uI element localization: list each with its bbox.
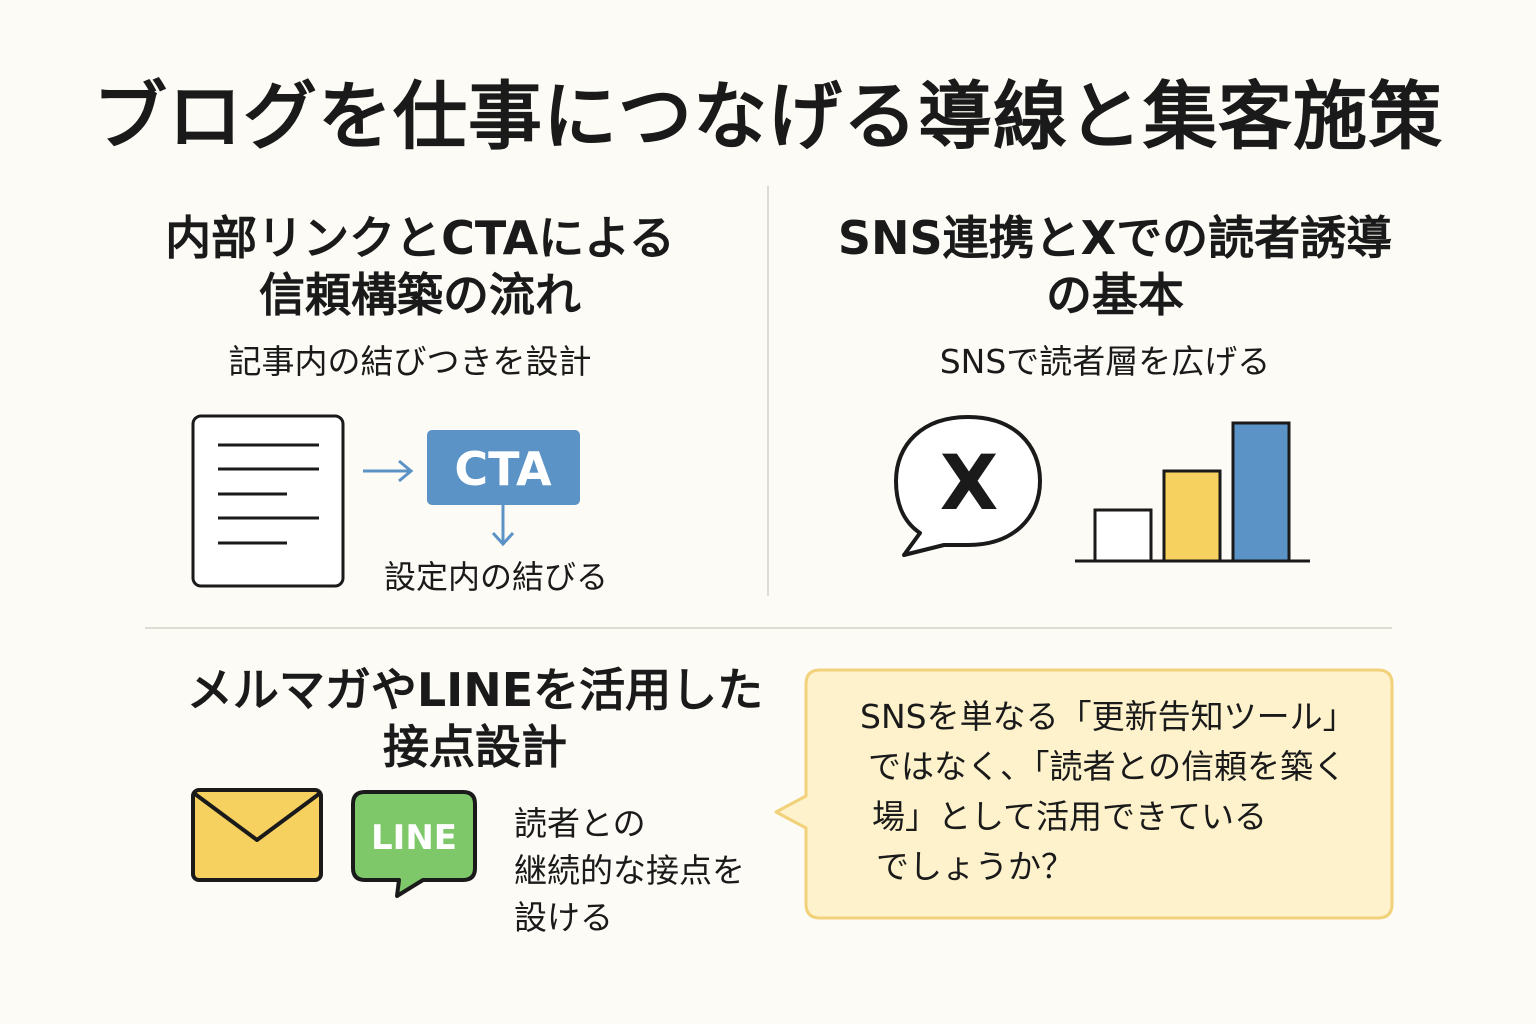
x-logo-label: X: [940, 438, 999, 527]
sns-section-title: SNS連携とXでの読者誘導 の基本: [790, 210, 1440, 324]
page-title: ブログを仕事につなげる導線と集客施策: [93, 74, 1443, 160]
sns-title-line-2: の基本: [1046, 268, 1184, 322]
cta-label: CTA: [454, 442, 552, 496]
internal-caption: 設定内の結びる: [384, 558, 609, 596]
document-icon: [191, 414, 345, 588]
callout-line-3: 場」として活用できている: [872, 797, 1268, 836]
mail-section-title: メルマガやLINEを活用した 接点設計: [140, 662, 810, 776]
bar-medium: [1162, 469, 1222, 563]
internal-section-title: 内部リンクとCTAによる 信頼構築の流れ: [60, 210, 780, 324]
callout-line-2: ではなく、「読者との信頼を築く: [868, 747, 1347, 786]
mail-description-line-3: 設ける: [514, 898, 613, 937]
callout-bubble: [774, 668, 1394, 920]
vertical-divider: [767, 186, 769, 596]
callout-line-4: でしょうか？: [876, 847, 1074, 886]
mail-description-line-2: 継続的な接点を: [514, 851, 745, 890]
bar-chart-icon: [1075, 421, 1310, 563]
internal-title-line-2: 信頼構築の流れ: [259, 268, 581, 322]
x-speech-bubble-icon: X: [894, 415, 1042, 557]
mail-line-icons: LINE: [191, 788, 477, 898]
sns-section-subtitle: SNSで読者層を広げる: [939, 342, 1271, 381]
internal-link-diagram: CTA: [191, 414, 580, 588]
sns-title-line-1: SNS連携とXでの読者誘導: [837, 211, 1393, 265]
bar-small: [1093, 508, 1153, 563]
bar-large: [1231, 421, 1291, 563]
internal-title-line-1: 内部リンクとCTAによる: [165, 211, 675, 265]
internal-section-subtitle: 記事内の結びつきを設計: [228, 342, 592, 381]
horizontal-divider: [145, 627, 1392, 629]
sns-diagram: X: [894, 415, 1310, 563]
arrow-right-icon: [363, 459, 414, 483]
mail-description-line-1: 読者との: [514, 804, 646, 843]
line-chat-icon: LINE: [351, 790, 477, 898]
mail-description: 読者との 継続的な接点を 設ける: [514, 800, 745, 941]
line-label: LINE: [371, 818, 457, 858]
arrow-down-icon: [491, 505, 515, 547]
envelope-icon: [191, 788, 323, 882]
mail-title-line-1: メルマガやLINEを活用した: [186, 663, 764, 717]
mail-title-line-2: 接点設計: [383, 720, 567, 774]
callout-text: SNSを単なる「更新告知ツール」 ではなく、「読者との信頼を築く 場」として活用…: [860, 692, 1356, 892]
cta-button-shape: [427, 430, 580, 505]
callout-line-1: SNSを単なる「更新告知ツール」: [860, 697, 1356, 736]
